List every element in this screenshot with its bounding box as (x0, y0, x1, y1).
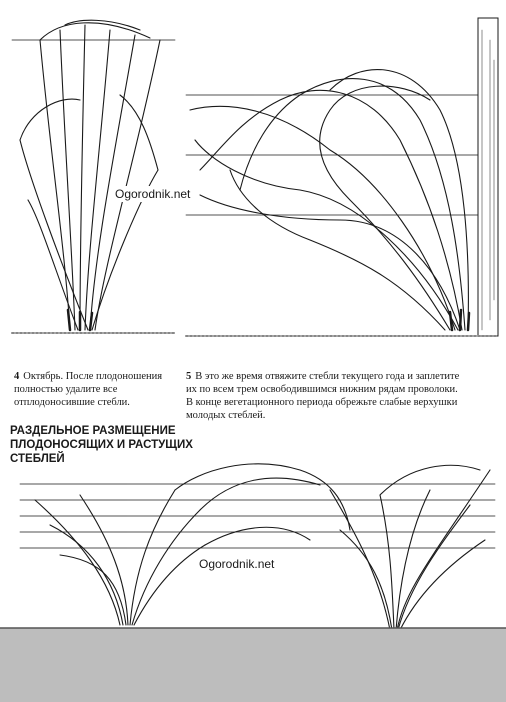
panel-5-number: 5 (186, 371, 192, 382)
section-heading: РАЗДЕЛЬНОЕ РАЗМЕЩЕНИЕ ПЛОДОНОСЯЩИХ И РАС… (10, 425, 193, 465)
right-plant (329, 464, 491, 631)
panel-4-number: 4 (14, 371, 20, 382)
panel-4-plant (11, 19, 176, 332)
watermark-top: Ogorodnik.net (112, 186, 194, 202)
panel-5-plant (189, 69, 471, 332)
bottom-trellis (19, 483, 496, 549)
panel-5-text: В это же время отвяжите стебли текущего … (186, 371, 460, 421)
panel-4-text: Октябрь. После плодоношения полностью уд… (14, 371, 163, 408)
watermark-bottom: Ogorodnik.net (196, 556, 278, 572)
bottom-soil (0, 627, 506, 702)
left-plant (34, 463, 351, 626)
